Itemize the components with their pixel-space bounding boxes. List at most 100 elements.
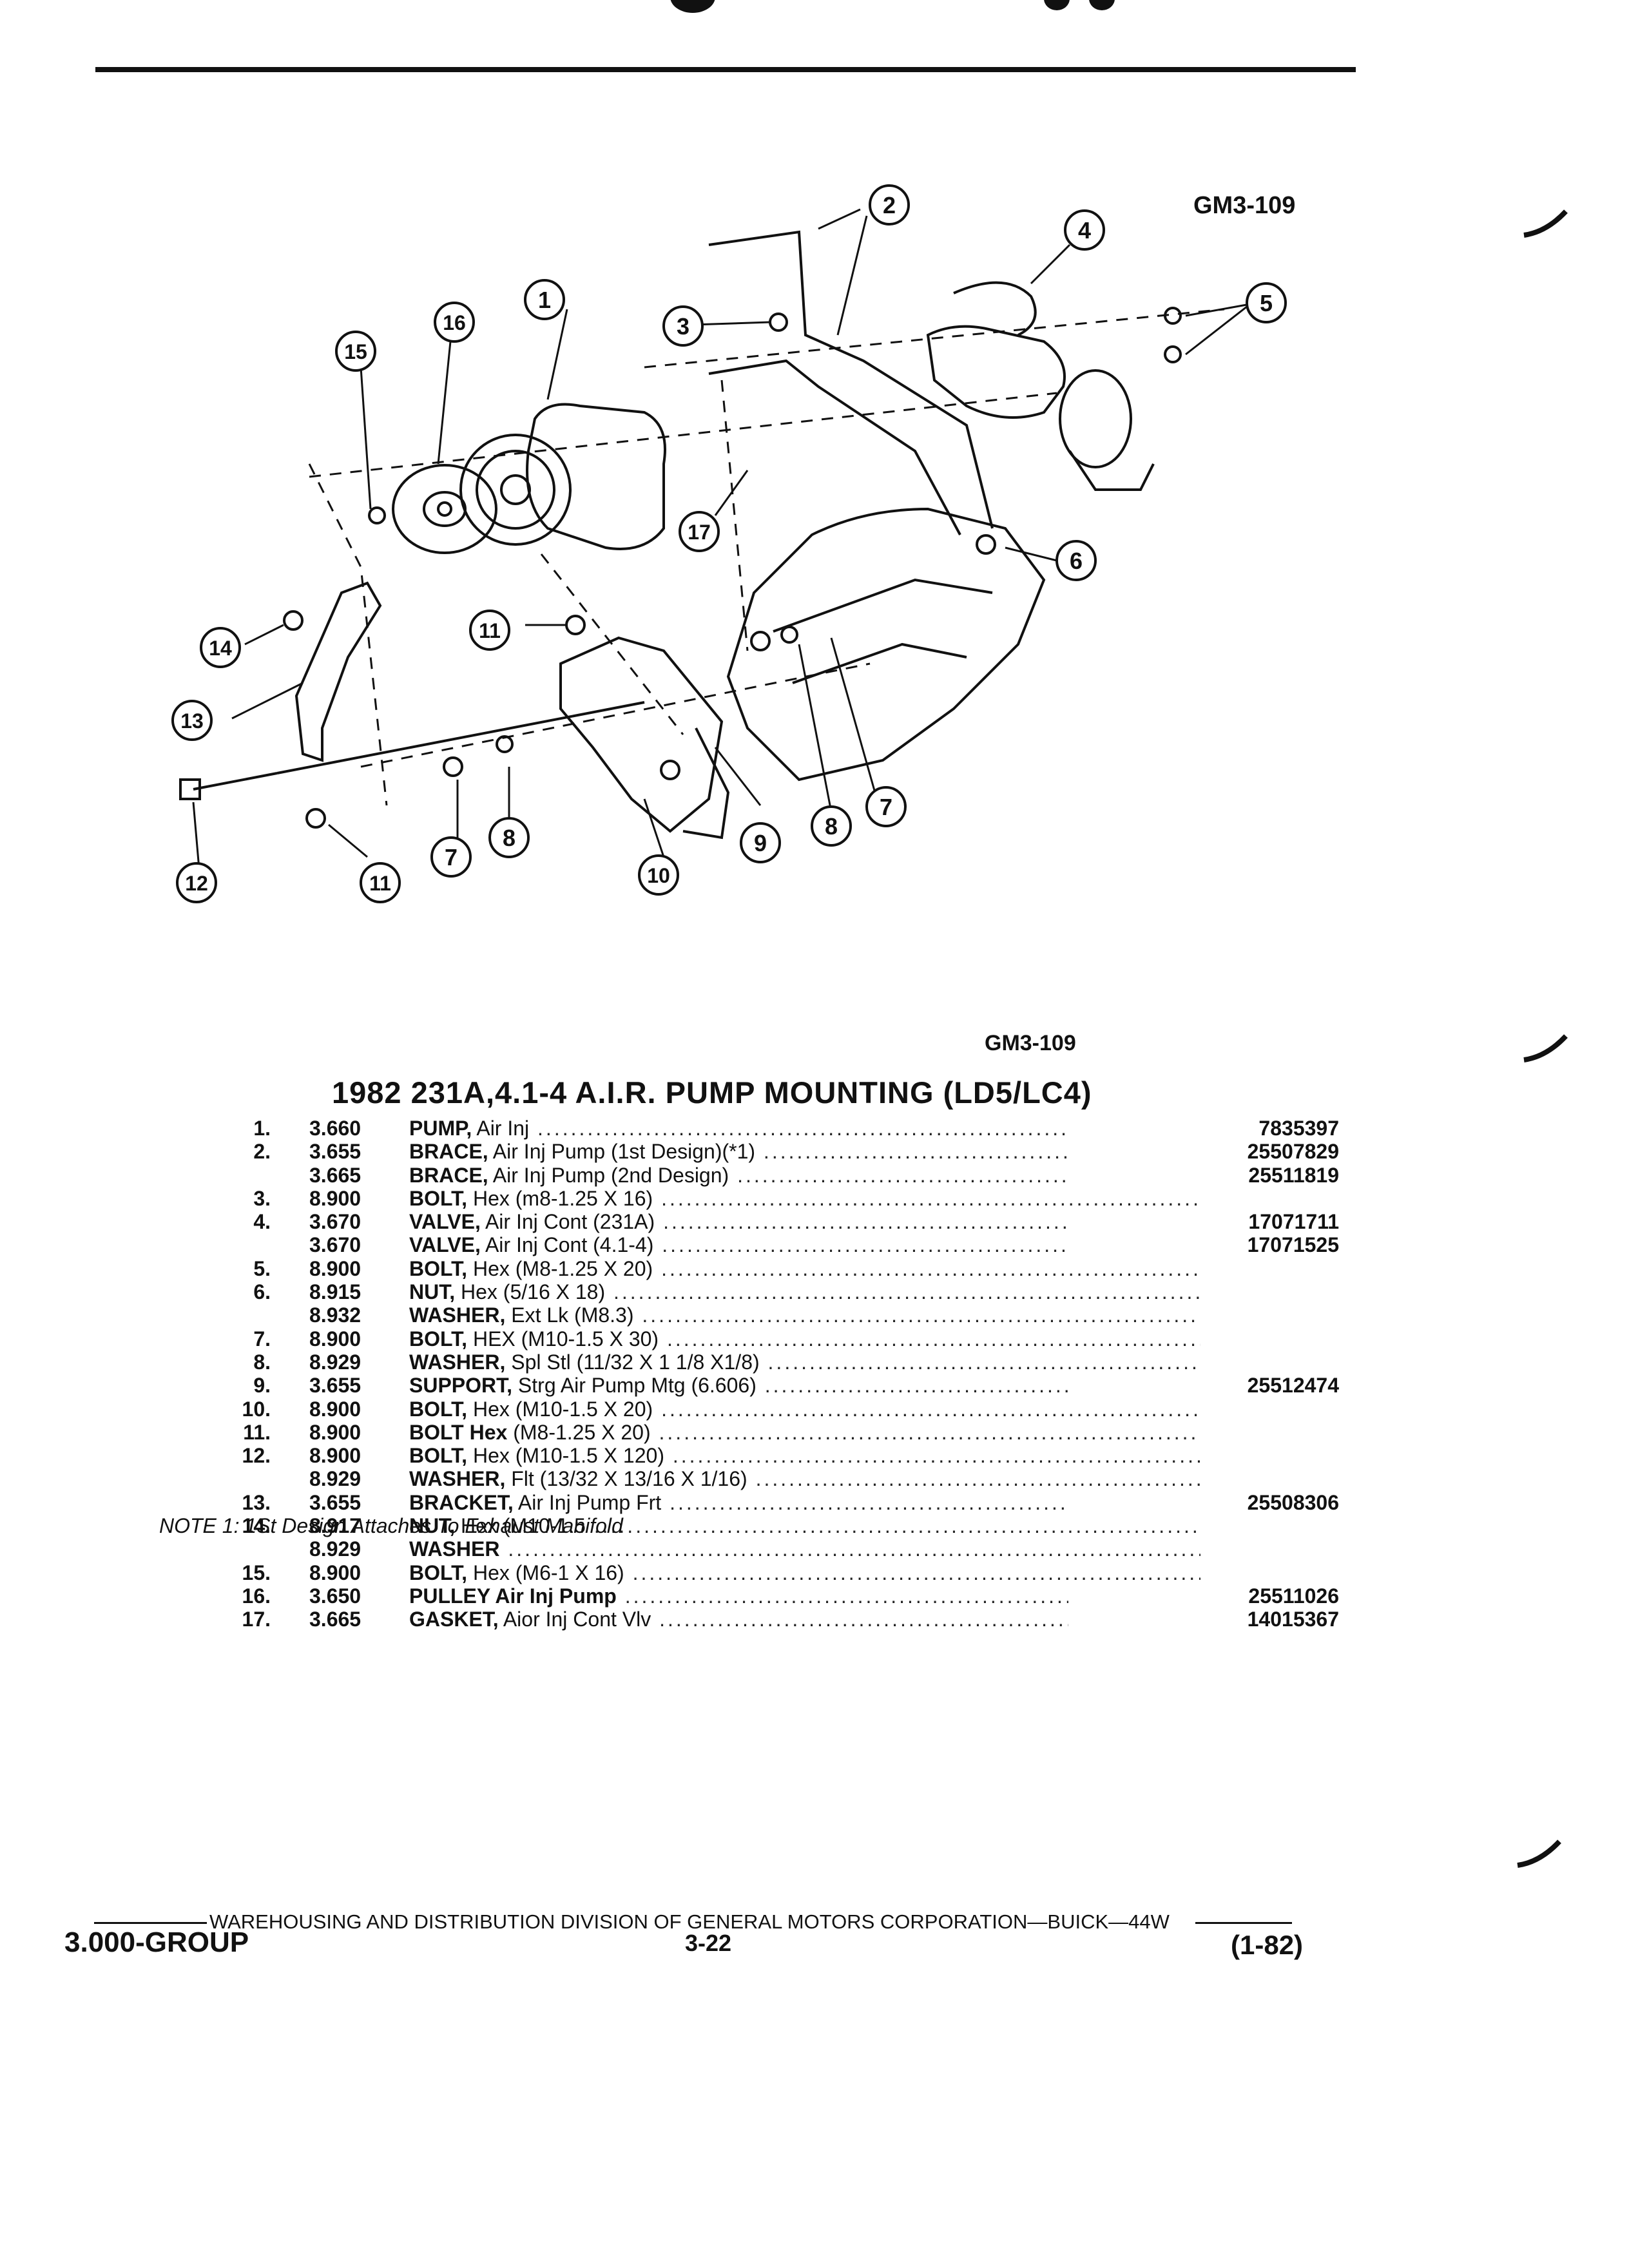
svg-text:11: 11	[479, 619, 501, 642]
part-name: SUPPORT,	[409, 1374, 513, 1398]
svg-text:13: 13	[180, 709, 204, 733]
group-number: 8.929	[309, 1350, 361, 1374]
page-number: 3-22	[685, 1930, 732, 1956]
part-detail: Hex (5/16 X 18)	[455, 1280, 606, 1304]
item-number: 5.	[253, 1256, 271, 1280]
leader-dots: ........................................…	[666, 1327, 1200, 1350]
part-description: BOLT, Hex (M10-1.5 X 120) ..............…	[409, 1444, 1200, 1467]
long-bolt	[193, 772, 278, 791]
callout-3: 3	[662, 305, 704, 347]
group-number: 3.655	[309, 1374, 361, 1398]
svg-text:17: 17	[688, 521, 711, 544]
figure-code-caption: GM3-109	[985, 1031, 1076, 1055]
part-number: 7835397	[1068, 1117, 1339, 1140]
part-description: BOLT, Hex (M10-1.5 X 20) ...............…	[409, 1398, 1200, 1421]
part-number: 17071525	[1068, 1233, 1339, 1257]
leader-dots: ........................................…	[661, 1186, 1200, 1210]
part-name: BOLT,	[409, 1256, 468, 1280]
item-number: 6.	[253, 1280, 271, 1304]
callout-13: 13	[171, 700, 213, 741]
item-number: 13.	[242, 1490, 271, 1514]
group-number: 3.670	[309, 1210, 361, 1234]
leader-dots: ........................................…	[755, 1467, 1200, 1491]
footer-rule	[1195, 1922, 1292, 1925]
item-number: 12.	[242, 1444, 271, 1468]
footnote: NOTE 1: 1St Design Attaches To Exhaust M…	[159, 1514, 623, 1537]
control-valve	[926, 325, 1066, 419]
part-detail: Air Inj Pump (2nd Design)	[488, 1163, 729, 1187]
part-description: BOLT, Hex (M8-1.25 X 20) ...............…	[409, 1257, 1200, 1280]
parts-row: 5. 8.900 BOLT, Hex (M8-1.25 X 20) ........…	[148, 1257, 1205, 1280]
scan-artifact	[1044, 0, 1070, 10]
group-number: 3.660	[309, 1117, 361, 1140]
part-description: WASHER, Flt (13/32 X 13/16 X 1/16) .....…	[409, 1467, 1200, 1490]
scan-artifact	[1089, 0, 1115, 10]
margin-binder-mark	[1523, 209, 1568, 238]
part-detail: Strg Air Pump Mtg (6.606)	[512, 1374, 757, 1398]
part-name: BRACKET,	[409, 1490, 514, 1514]
pulley	[392, 464, 497, 554]
front-bracket	[294, 581, 382, 762]
svg-text:14: 14	[209, 637, 232, 660]
part-detail: Air Inj Pump (1st Design)(*1)	[488, 1140, 756, 1164]
footer-division-line: WAREHOUSING AND DISTRIBUTION DIVISION OF…	[94, 1910, 1292, 1934]
parts-row: 12. 8.900 BOLT, Hex (M10-1.5 X 120) ......…	[148, 1444, 1205, 1467]
part-detail: (M8-1.25 X 20)	[507, 1420, 651, 1444]
svg-text:6: 6	[1070, 548, 1083, 574]
callout-16: 16	[434, 302, 475, 343]
svg-text:16: 16	[443, 311, 466, 334]
part-detail: Flt (13/32 X 13/16 X 1/16)	[505, 1467, 747, 1491]
part-description: WASHER, Ext Lk (M8.3) ..................…	[409, 1303, 1200, 1327]
group-number: 8.929	[309, 1467, 361, 1491]
callout-8a: 8	[811, 805, 852, 847]
svg-text:8: 8	[825, 813, 838, 840]
part-description: BOLT, HEX (M10-1.5 X 30) ...............…	[409, 1327, 1200, 1350]
svg-text:8: 8	[503, 825, 516, 851]
leader-dots: ........................................…	[508, 1537, 1200, 1561]
part-name: BRACE,	[409, 1140, 488, 1164]
part-number: 17071711	[1068, 1210, 1339, 1234]
part-detail: Hex (M8-1.25 X 20)	[467, 1256, 653, 1280]
group-number: 8.900	[309, 1327, 361, 1350]
footer-rule	[94, 1922, 207, 1925]
part-name: PULLEY Air Inj Pump	[409, 1584, 617, 1608]
part-detail: Spl Stl (11/32 X 1 1/8 X1/8)	[505, 1350, 760, 1374]
part-name: NUT,	[409, 1280, 456, 1304]
callout-8b: 8	[488, 817, 530, 858]
exploded-parts-diagram: 1 2 3 4 5 6 7 7 8 8 9 10 11 11 12 13 14 …	[171, 184, 1287, 903]
callout-1: 1	[524, 279, 565, 320]
callout-2: 2	[869, 184, 910, 226]
callout-7a: 7	[865, 786, 907, 827]
engine-manifold	[726, 507, 1046, 782]
part-name: BOLT,	[409, 1327, 468, 1350]
group-number: 8.932	[309, 1303, 361, 1327]
callout-9: 9	[740, 822, 781, 863]
group-number: 8.900	[309, 1444, 361, 1468]
callout-17: 17	[679, 511, 720, 552]
header-rule	[95, 67, 1356, 72]
part-name: PUMP,	[409, 1117, 472, 1140]
figure-code-top: GM3-109	[1193, 192, 1296, 219]
svg-text:3: 3	[677, 313, 689, 340]
leader-dots: ........................................…	[659, 1420, 1200, 1444]
callout-11a: 11	[469, 610, 510, 651]
item-number: 8.	[253, 1350, 271, 1374]
callout-6: 6	[1055, 540, 1097, 581]
parts-row: 9. 3.655 SUPPORT, Strg Air Pump Mtg (6.606…	[148, 1374, 1339, 1398]
part-name: BOLT Hex	[409, 1420, 508, 1444]
part-number: 25512474	[1068, 1374, 1339, 1398]
callout-5: 5	[1246, 282, 1287, 323]
group-number: 8.900	[309, 1256, 361, 1280]
callout-10: 10	[638, 854, 679, 896]
svg-text:5: 5	[1260, 290, 1273, 316]
item-number: 9.	[253, 1374, 271, 1398]
